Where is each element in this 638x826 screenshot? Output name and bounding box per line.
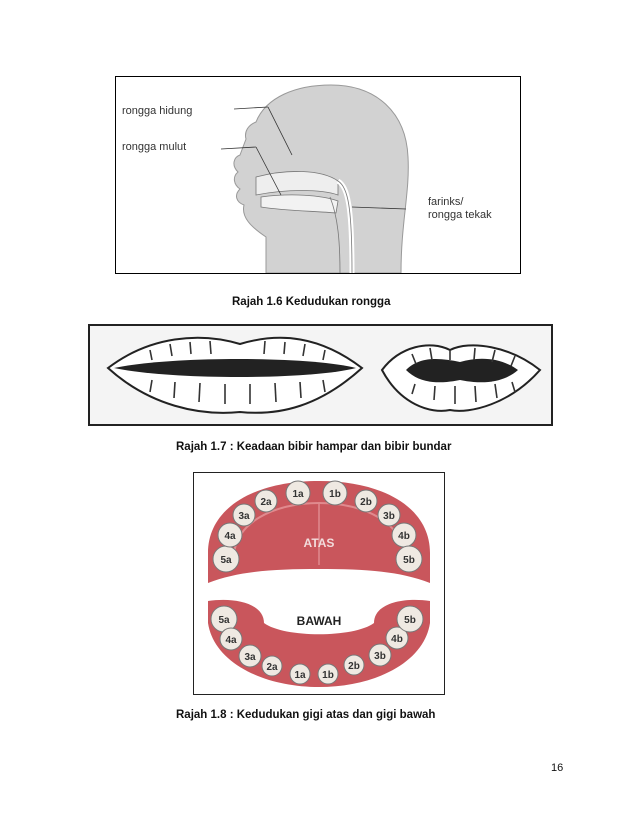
figure-teeth: 5a 4a 3a 2a 1a 1b 2b 3b 4b 5b ATAS 5a 4a… (193, 472, 445, 695)
svg-text:5a: 5a (218, 615, 230, 626)
svg-text:5a: 5a (220, 555, 232, 566)
figure-lips (88, 324, 553, 426)
tooth-lower-2b: 2b (343, 654, 365, 676)
svg-text:1b: 1b (329, 489, 341, 500)
tooth-upper-4b: 4b (391, 522, 417, 548)
svg-text:2a: 2a (260, 497, 272, 508)
svg-text:4a: 4a (225, 635, 237, 646)
tooth-upper-3b: 3b (377, 503, 401, 527)
tooth-upper-5b: 5b (395, 545, 423, 573)
svg-text:1a: 1a (294, 670, 306, 681)
svg-text:2a: 2a (266, 662, 278, 673)
label-nasal-cavity: rongga hidung (122, 105, 192, 117)
caption-figure-1-8: Rajah 1.8 : Kedudukan gigi atas dan gigi… (176, 709, 436, 721)
tooth-lower-1a: 1a (289, 663, 311, 685)
svg-text:2b: 2b (360, 497, 372, 508)
page-number: 16 (551, 762, 564, 774)
tooth-upper-4a: 4a (217, 522, 243, 548)
tooth-lower-4a: 4a (219, 627, 243, 651)
svg-text:5b: 5b (404, 615, 416, 626)
svg-text:3a: 3a (238, 511, 250, 522)
rounded-lips (380, 344, 542, 412)
caption-figure-1-7: Rajah 1.7 : Keadaan bibir hampar dan bib… (176, 441, 452, 453)
tooth-upper-1b: 1b (322, 480, 348, 506)
svg-text:4b: 4b (398, 531, 410, 542)
svg-text:3a: 3a (244, 652, 256, 663)
tooth-lower-2a: 2a (261, 655, 283, 677)
tooth-upper-2b: 2b (354, 489, 378, 513)
label-oral-cavity: rongga mulut (122, 141, 186, 153)
tooth-lower-3a: 3a (238, 644, 262, 668)
lower-teeth: 5a 4a 3a 2a 1a 1b 2b 3b 4b 5b (210, 605, 424, 685)
svg-text:2b: 2b (348, 661, 360, 672)
svg-text:4a: 4a (224, 531, 236, 542)
teeth-illustration: 5a 4a 3a 2a 1a 1b 2b 3b 4b 5b ATAS 5a 4a… (208, 480, 430, 687)
spread-lips (106, 336, 364, 414)
figure-head-cavities: rongga hidung rongga mulut farinks/ rong… (115, 76, 521, 274)
svg-text:1b: 1b (322, 670, 334, 681)
tooth-upper-1a: 1a (285, 480, 311, 506)
svg-text:1a: 1a (292, 489, 304, 500)
caption-figure-1-6: Rajah 1.6 Kedudukan rongga (232, 296, 391, 308)
upper-jaw-label: ATAS (304, 536, 335, 550)
tooth-lower-1b: 1b (317, 663, 339, 685)
svg-text:3b: 3b (374, 651, 386, 662)
svg-text:4b: 4b (391, 634, 403, 645)
lower-jaw-label: BAWAH (297, 614, 342, 628)
head-cross-section-illustration: rongga hidung rongga mulut farinks/ rong… (122, 84, 492, 274)
svg-text:3b: 3b (383, 511, 395, 522)
tooth-lower-4b: 4b (385, 626, 409, 650)
tooth-upper-3a: 3a (232, 503, 256, 527)
tooth-upper-5a: 5a (212, 545, 240, 573)
tooth-upper-2a: 2a (254, 489, 278, 513)
tooth-lower-5b: 5b (396, 605, 424, 633)
lips-illustration (106, 336, 542, 414)
svg-text:5b: 5b (403, 555, 415, 566)
label-pharynx-line1: farinks/ (428, 196, 464, 208)
label-pharynx-line2: rongga tekak (428, 209, 492, 221)
upper-teeth: 5a 4a 3a 2a 1a 1b 2b 3b 4b 5b (212, 480, 423, 573)
tooth-lower-3b: 3b (368, 643, 392, 667)
